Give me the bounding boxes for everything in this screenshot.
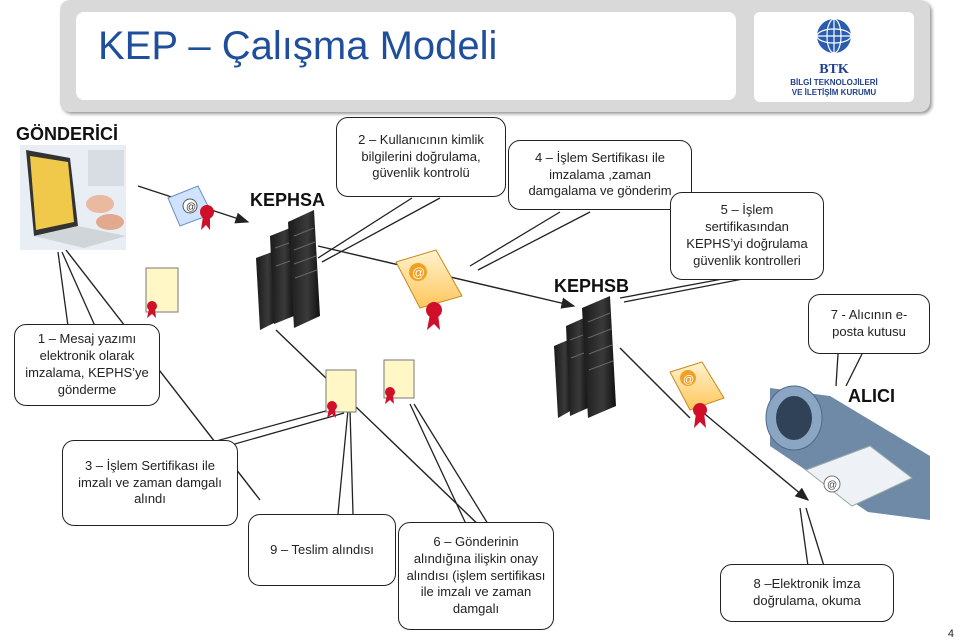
callout-step-2: 2 – Kullanıcının kimlik bilgilerini doğr… [336, 117, 506, 197]
logo-line2: VE İLETİŞİM KURUMU [791, 88, 877, 97]
svg-text:@: @ [827, 480, 837, 491]
svg-text:@: @ [412, 265, 425, 280]
globe-icon [816, 18, 852, 54]
signed-document-icon [325, 369, 357, 418]
svg-text:@: @ [683, 374, 694, 386]
callout-step-3: 3 – İşlem Sertifikası ile imzalı ve zama… [62, 440, 238, 526]
callout-step-4: 4 – İşlem Sertifikası ile imzalama ,zama… [508, 140, 692, 210]
signed-document-icon [145, 267, 179, 318]
callout-step-7: 7 - Alıcının e-posta kutusu [808, 294, 930, 354]
btk-logo: BTK BİLGİ TEKNOLOJİLERİ VE İLETİŞİM KURU… [754, 12, 914, 102]
title-box [76, 12, 736, 100]
receiver-label: ALICI [848, 386, 895, 406]
svg-text:@: @ [186, 202, 196, 213]
kephsb-server-icon [554, 296, 616, 418]
page-number: 4 [947, 628, 954, 640]
callout-step-9: 9 – Teslim alındısı [248, 514, 396, 586]
callout-step-6: 6 – Gönderinin alındığına ilişkin onay a… [398, 522, 554, 630]
kephsa-server-icon [256, 210, 320, 330]
sender-laptop-icon [20, 145, 126, 250]
kephsa-label: KEPHSA [250, 190, 326, 210]
email-envelope-icon: @ [167, 185, 214, 230]
email-envelope-icon: @ [395, 249, 463, 330]
page-title: KEP – Çalışma Modeli [98, 24, 498, 68]
signed-document-icon [383, 359, 415, 404]
callout-step-8: 8 –Elektronik İmza doğrulama, okuma [720, 564, 894, 622]
mailbox-icon: @ [765, 385, 930, 520]
callout-step-1: 1 – Mesaj yazımı elektronik olarak imzal… [14, 324, 160, 406]
logo-line1: BİLGİ TEKNOLOJİLERİ [790, 78, 878, 87]
kephsb-label: KEPHSB [554, 276, 630, 296]
email-envelope-icon: @ [669, 361, 725, 428]
logo-big-text: BTK [819, 62, 849, 77]
callout-step-5: 5 – İşlem sertifikasından KEPHS’yi doğru… [670, 192, 824, 280]
sender-label: GÖNDERİCİ [16, 124, 119, 144]
